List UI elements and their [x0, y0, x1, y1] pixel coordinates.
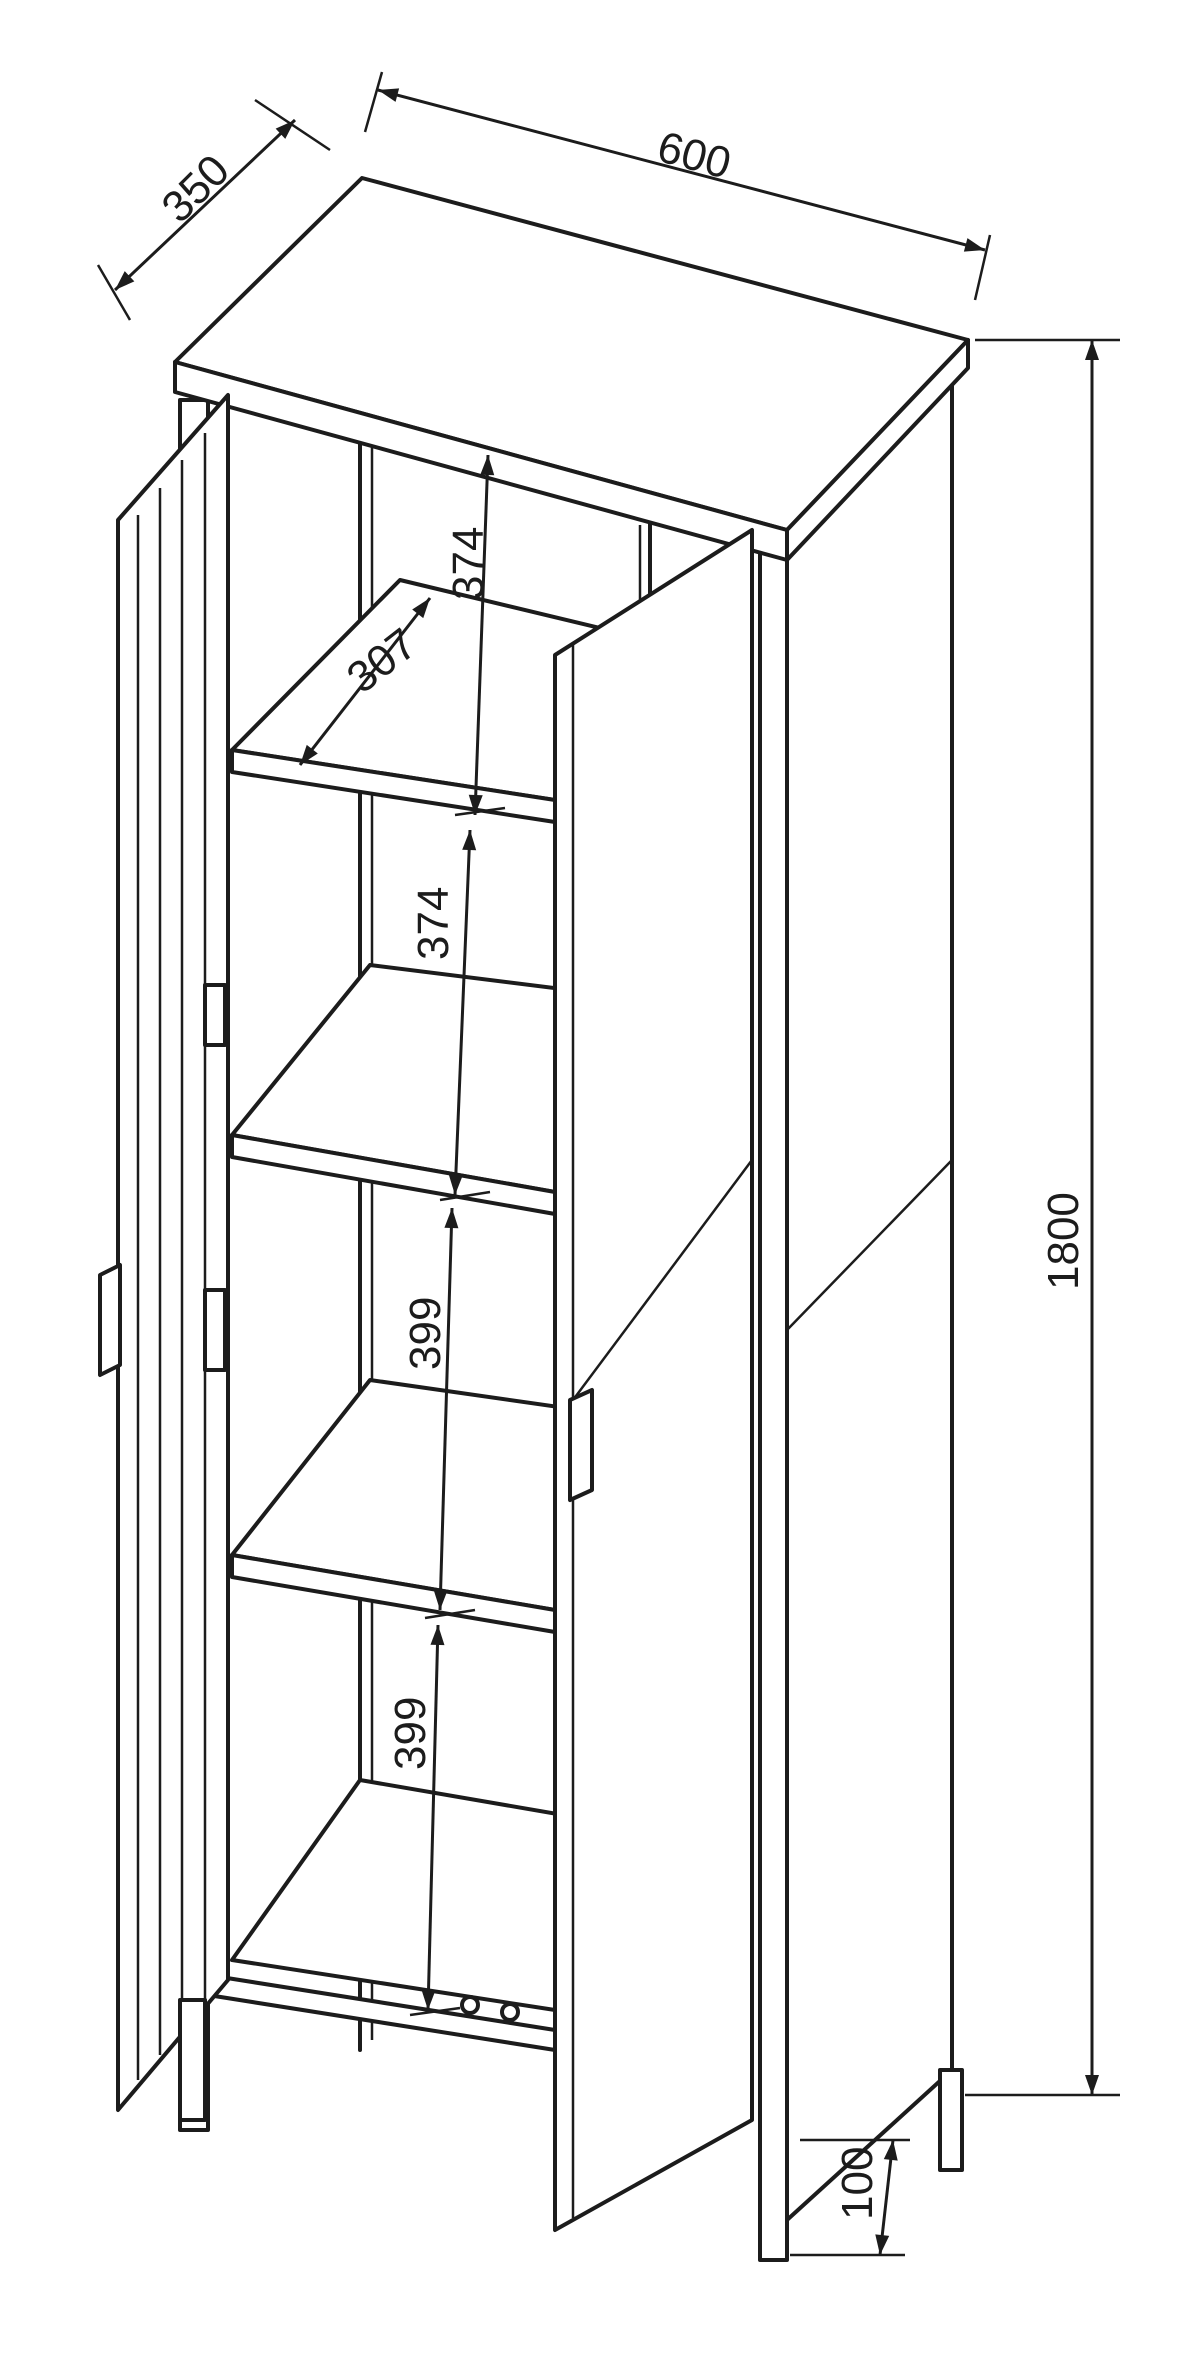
- dimension-shelf-gap-3-arrow-start: [444, 1208, 459, 1229]
- dimension-leg-height-arrow-start: [883, 2140, 898, 2161]
- dimension-depth-label: 350: [152, 146, 239, 233]
- dimension-shelf-gap-3-label: 399: [401, 1297, 450, 1370]
- gap-tick-2: [439, 1190, 491, 1202]
- dimension-shelf-depth-arrow-start: [300, 744, 318, 765]
- right-door: [553, 528, 754, 2232]
- left-door-glass-lines: [136, 433, 207, 2080]
- dimension-depth-line: [113, 118, 297, 292]
- dimension-shelf-gap-4-arrow-end: [421, 1989, 436, 2010]
- right-back-leg: [938, 2068, 964, 2172]
- dimension-leg-height-arrow-end: [875, 2234, 890, 2255]
- dimension-shelf-gap-2-arrow-end: [448, 1174, 463, 1195]
- bottom-screw-1: [460, 1995, 480, 2015]
- dimension-width-label: 600: [652, 122, 736, 188]
- right-door-split: [571, 1159, 754, 1401]
- top-slab-right-edge: [785, 338, 970, 562]
- dimension-shelf-depth-line: [298, 597, 432, 766]
- dimension-shelf-gap-1-line: [473, 454, 490, 816]
- left-door-handle: [98, 1263, 122, 1377]
- dimension-lines: [96, 71, 1120, 2257]
- dimension-depth-arrow-end: [275, 120, 295, 139]
- gap-tick-4: [409, 2006, 461, 2017]
- dimension-shelf-depth-arrow-end: [412, 598, 430, 619]
- dimension-shelf-gap-1-arrow-start: [480, 455, 495, 476]
- dimension-leg-height-label: 100: [833, 2147, 882, 2220]
- left-door-hinge-bottom: [203, 1288, 227, 1372]
- left-door: [98, 393, 230, 2122]
- dimension-shelf-gap-2-line: [453, 829, 472, 1196]
- dimension-width-line: [377, 88, 986, 252]
- dimension-shelf-gap-4-arrow-start: [430, 1625, 445, 1646]
- right-front-post: [758, 538, 789, 2262]
- width-ext-a: [363, 71, 384, 133]
- dimension-height-arrow-start: [1085, 340, 1099, 360]
- left-leg: [178, 1998, 207, 2122]
- dimension-depth-arrow-start: [115, 271, 135, 290]
- dimension-width-arrow-start: [378, 88, 400, 102]
- left-door-hinge-top: [203, 983, 227, 1047]
- width-ext-b: [973, 234, 992, 301]
- dimension-shelf-gap-3-arrow-end: [433, 1589, 448, 1610]
- dimension-width-arrow-end: [963, 238, 985, 252]
- dimension-shelf-gap-4-line: [426, 1624, 440, 2011]
- dimension-shelf-gap-1-label: 374: [444, 527, 493, 600]
- right-door-handle: [568, 1388, 594, 1502]
- dimension-shelf-gap-4-label: 399: [386, 1697, 435, 1770]
- depth-ext-a: [96, 264, 132, 321]
- dimension-shelf-gap-2-label: 374: [409, 887, 458, 960]
- depth-ext-b: [254, 98, 331, 152]
- dimension-shelf-gap-3-line: [438, 1207, 454, 1611]
- dimension-height-label: 1800: [1039, 1192, 1088, 1290]
- right-side-split: [786, 1159, 953, 1331]
- dimension-shelf-gap-1-arrow-end: [468, 794, 483, 815]
- right-door-panel: [553, 528, 754, 2232]
- dimension-shelf-gap-2-arrow-start: [462, 830, 477, 851]
- gap-tick-3: [424, 1608, 476, 1620]
- right-side-panel: [785, 358, 954, 2222]
- bottom-screw-2: [500, 2002, 520, 2022]
- left-door-frame: [116, 393, 230, 2112]
- dimension-height-arrow-end: [1085, 2075, 1099, 2095]
- gap-tick-1: [454, 806, 506, 817]
